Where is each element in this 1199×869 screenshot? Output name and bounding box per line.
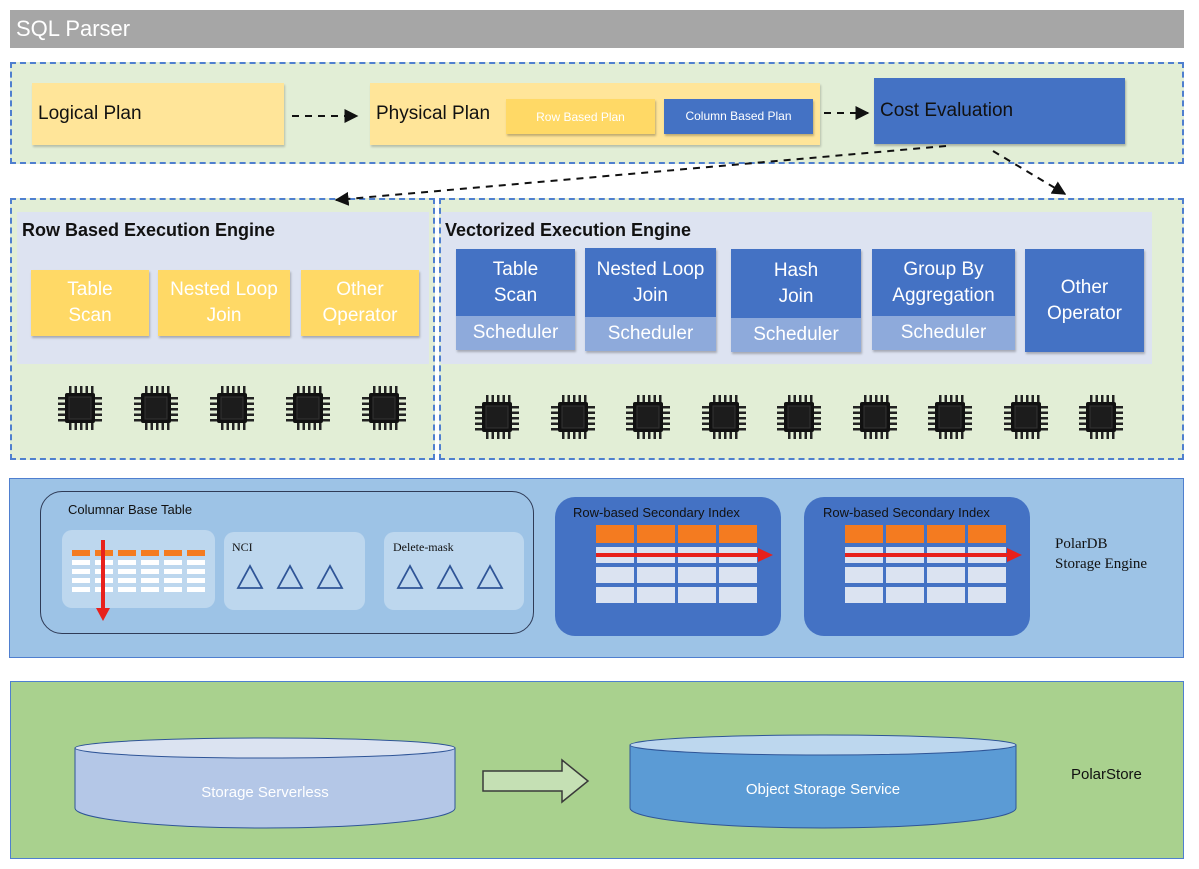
sql-parser-bar: SQL Parser	[10, 10, 1184, 48]
nci-label: NCI	[232, 540, 253, 554]
cpu-chip-icon	[1077, 393, 1125, 441]
vec-hash-join-scheduler: Scheduler	[731, 318, 861, 352]
cpu-chip-icon	[473, 393, 521, 441]
secondary-index-label-2: Row-based Secondary Index	[823, 505, 990, 520]
row-table-scan-line2: Scan	[68, 305, 112, 326]
secondary-index-label-1: Row-based Secondary Index	[573, 505, 740, 520]
columnar-base-table-label: Columnar Base Table	[68, 502, 193, 517]
cost-evaluation-label: Cost Evaluation	[880, 100, 1014, 121]
arrow-cost-to-vector-engine	[992, 150, 1067, 195]
row-table-scan-line1: Table	[67, 279, 113, 300]
columnar-table-graphic	[72, 540, 205, 621]
vec-hash-join-line2: Join	[778, 285, 814, 307]
vec-other-operator-line1: Other	[1060, 276, 1109, 298]
object-storage-service-label: Object Storage Service	[745, 781, 901, 798]
cpu-chip-icon	[624, 393, 672, 441]
polardb-label-line1: PolarDB	[1055, 536, 1108, 552]
vec-nested-loop-join-line2: Join	[633, 284, 668, 306]
vec-table-scan-scheduler: Scheduler	[456, 316, 575, 350]
sql-parser-label: SQL Parser	[16, 16, 131, 41]
cpu-chip-icon	[1002, 393, 1050, 441]
cost-evaluation-box: Cost Evaluation	[874, 78, 1125, 144]
vector-engine-title: Vectorized Execution Engine	[445, 220, 692, 240]
storage-serverless-label: Storage Serverless	[201, 784, 329, 801]
storage-flow-arrow	[482, 758, 590, 804]
row-nested-loop-join-line2: Join	[206, 305, 242, 326]
cpu-chip-icon	[926, 393, 974, 441]
polarstore-label: PolarStore	[1071, 766, 1142, 783]
logical-plan-box: Logical Plan	[32, 83, 284, 145]
delete-mask-label: Delete-mask	[393, 540, 454, 554]
secondary-index-card-1	[555, 497, 781, 636]
cpu-chip-icon	[56, 384, 104, 432]
secondary-index-table-2	[845, 525, 1022, 603]
cpu-chip-icon	[549, 393, 597, 441]
vec-other-operator-line2: Operator	[1047, 302, 1122, 324]
vec-group-by-aggregation-box: Group By Aggregation Scheduler	[872, 249, 1015, 350]
row-nested-loop-join-line1: Nested Loop	[170, 279, 278, 300]
vec-group-by-aggregation-line2: Aggregation	[892, 284, 995, 306]
vec-group-by-aggregation-line1: Group By	[903, 258, 984, 280]
cpu-chip-icon	[284, 384, 332, 432]
cpu-chip-icon	[208, 384, 256, 432]
vec-table-scan-line1: Table	[492, 258, 539, 280]
vec-group-by-aggregation-scheduler: Scheduler	[872, 316, 1015, 350]
cpu-chip-icon	[132, 384, 180, 432]
vec-hash-join-line1: Hash	[773, 259, 819, 281]
column-based-plan-box: Column Based Plan	[664, 99, 813, 134]
object-storage-cylinder	[629, 734, 1017, 829]
cpu-chip-icon	[360, 384, 408, 432]
cpu-chip-icon	[775, 393, 823, 441]
physical-plan-label: Physical Plan	[376, 103, 491, 124]
logical-plan-label: Logical Plan	[38, 103, 142, 124]
secondary-index-table-1	[596, 525, 773, 603]
row-other-operator-line1: Other	[336, 279, 384, 300]
cpu-chip-icon	[851, 393, 899, 441]
row-based-plan-box: Row Based Plan	[506, 99, 655, 134]
vec-table-scan-line2: Scan	[493, 284, 538, 306]
polardb-label-line2: Storage Engine	[1055, 556, 1148, 572]
row-other-operator-line2: Operator	[322, 305, 398, 326]
vec-nested-loop-join-scheduler: Scheduler	[585, 317, 716, 351]
column-based-plan-label: Column Based Plan	[685, 109, 792, 123]
delete-mask-triangles	[396, 564, 504, 589]
secondary-index-card-2	[804, 497, 1030, 636]
row-engine-title: Row Based Execution Engine	[22, 220, 276, 240]
polardb-storage-engine-label: PolarDB Storage Engine	[1055, 534, 1147, 574]
nci-triangles	[236, 564, 344, 589]
row-based-plan-label: Row Based Plan	[536, 109, 625, 124]
cpu-chip-icon	[700, 393, 748, 441]
vec-nested-loop-join-line1: Nested Loop	[596, 258, 705, 280]
storage-serverless-cylinder	[74, 737, 456, 829]
columnar-base-table-group	[40, 491, 534, 634]
arrow-cost-to-row-engine	[334, 145, 947, 206]
